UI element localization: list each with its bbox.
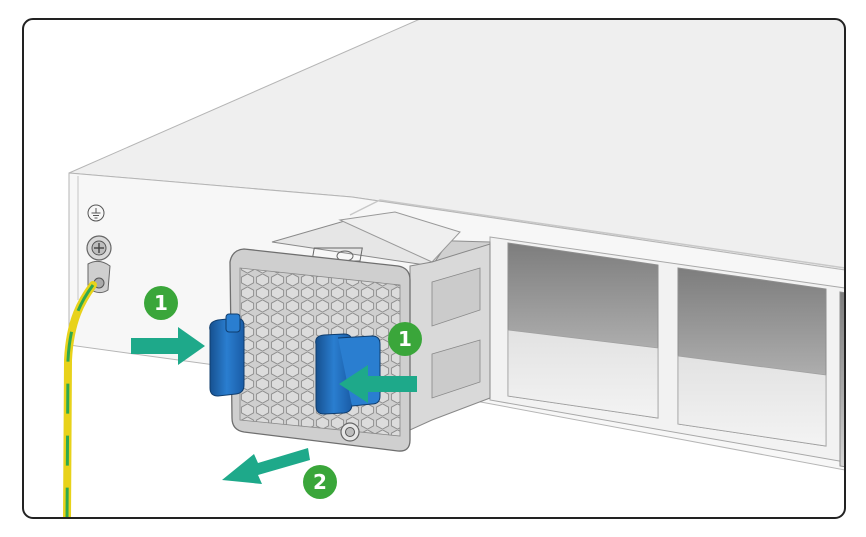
push-arrow-left — [131, 327, 205, 365]
empty-fan-slot — [677, 267, 827, 447]
figure-frame — [22, 18, 846, 519]
step-badge: 1 — [144, 286, 178, 320]
pull-out-arrow — [222, 448, 310, 484]
ground-icon — [87, 204, 105, 222]
step-number: 2 — [313, 470, 327, 494]
push-arrow-right — [339, 365, 417, 403]
left-latch — [209, 313, 245, 397]
step-number: 1 — [398, 327, 412, 351]
step-badge: 1 — [388, 322, 422, 356]
captive-screw-icon — [340, 422, 360, 442]
empty-fan-slot — [839, 291, 845, 471]
right-latch — [315, 333, 381, 415]
empty-fan-slot — [507, 242, 659, 419]
step-badge: 2 — [303, 465, 337, 499]
step-number: 1 — [154, 291, 168, 315]
grounding-cable — [63, 281, 97, 518]
